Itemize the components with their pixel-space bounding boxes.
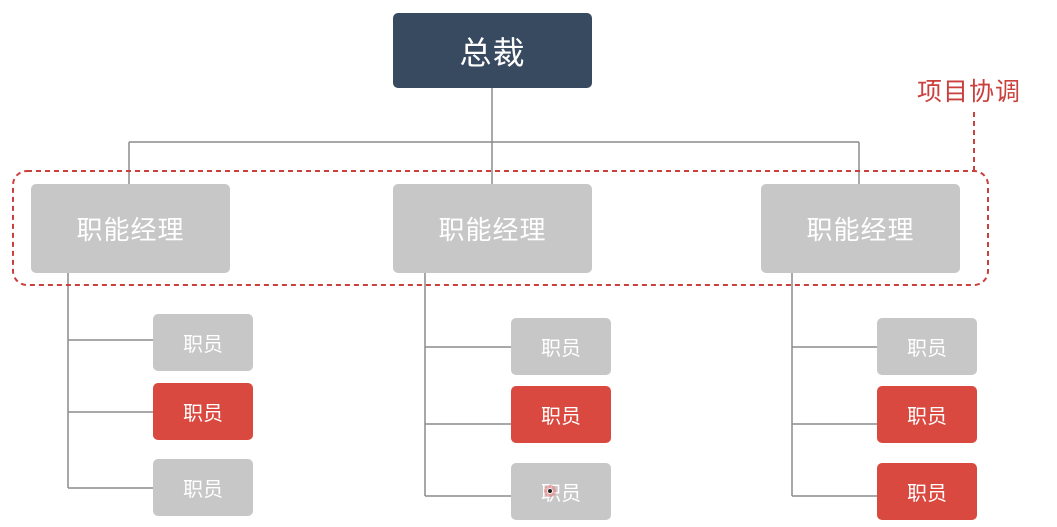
coordination-dashed-frame	[12, 170, 989, 286]
employee-label: 职员	[183, 401, 223, 425]
employee-label: 职员	[907, 481, 947, 505]
manager-box-2: 职能经理	[393, 184, 592, 273]
employee-label: 职员	[541, 336, 581, 360]
manager-box-3: 职能经理	[761, 184, 960, 273]
ceo-box: 总裁	[393, 13, 592, 88]
employee-label: 职员	[183, 332, 223, 356]
manager-box-1: 职能经理	[31, 184, 230, 273]
employee-label: 职员	[541, 404, 581, 428]
manager-label: 职能经理	[438, 216, 547, 246]
ceo-label: 总裁	[459, 33, 526, 72]
employee-box: 职员	[877, 463, 977, 520]
mouse-pointer-icon	[544, 485, 556, 497]
employee-box: 职员	[511, 386, 611, 443]
employee-box: 职员	[511, 463, 611, 520]
employee-label: 职员	[907, 404, 947, 428]
manager-label: 职能经理	[76, 216, 185, 246]
employee-box: 职员	[153, 314, 253, 371]
employee-box: 职员	[877, 318, 977, 375]
employee-box: 职员	[511, 318, 611, 375]
employee-box: 职员	[153, 459, 253, 516]
manager-label: 职能经理	[806, 216, 915, 246]
employee-label: 职员	[907, 336, 947, 360]
employee-label: 职员	[183, 477, 223, 501]
employee-box: 职员	[877, 386, 977, 443]
employee-box: 职员	[153, 383, 253, 440]
project-coordination-label: 项目协调	[917, 77, 1022, 106]
